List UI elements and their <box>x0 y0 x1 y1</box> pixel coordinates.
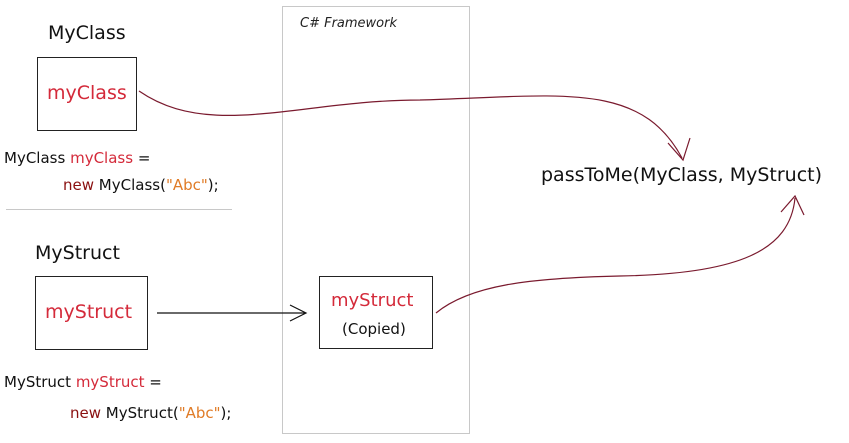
myclass-ctor-token: MyClass( <box>98 176 166 194</box>
mystruct-type-token: MyStruct <box>4 373 72 391</box>
myclass-variable-token: myClass <box>70 149 134 167</box>
myclass-type-token: MyClass <box>4 149 66 167</box>
reference-arrowhead-myclass <box>667 137 691 162</box>
csharp-framework-region <box>282 6 470 434</box>
copied-struct-label: myStruct <box>331 290 414 311</box>
myclass-declaration-line2: new MyClass("Abc"); <box>63 176 219 194</box>
assign-token: = <box>137 149 151 167</box>
copy-arrowhead-mystruct <box>289 304 308 322</box>
reference-arrow-copied-struct <box>435 197 796 314</box>
mystruct-instance-box: myStruct <box>35 276 148 350</box>
new-keyword: new <box>63 176 95 194</box>
copied-struct-box: myStruct (Copied) <box>319 276 433 349</box>
section-divider <box>6 209 232 210</box>
myclass-ctor-end: ); <box>207 176 219 194</box>
mystruct-instance-label: myStruct <box>45 301 133 323</box>
mystruct-declaration-line1: MyStruct myStruct = <box>4 373 162 391</box>
mystruct-string-arg: "Abc" <box>178 404 221 422</box>
framework-label: C# Framework <box>300 16 398 31</box>
new-keyword: new <box>70 404 102 422</box>
reference-arrowhead-copied-struct <box>780 194 805 216</box>
myclass-declaration-line1: MyClass myClass = <box>4 149 150 167</box>
reference-arrow-myclass <box>138 90 683 159</box>
myclass-instance-label: myClass <box>47 82 127 104</box>
myclass-instance-box: myClass <box>37 57 137 131</box>
copied-note: (Copied) <box>342 320 406 338</box>
myclass-title: MyClass <box>48 22 126 44</box>
assign-token: = <box>149 373 162 391</box>
mystruct-ctor-token: MyStruct( <box>105 404 179 422</box>
mystruct-ctor-end: ); <box>220 404 232 422</box>
mystruct-title: MyStruct <box>35 242 120 264</box>
mystruct-variable-token: myStruct <box>75 373 145 391</box>
myclass-string-arg: "Abc" <box>165 176 208 194</box>
method-signature: passToMe(MyClass, MyStruct) <box>541 164 823 186</box>
mystruct-declaration-line2: new MyStruct("Abc"); <box>70 404 231 422</box>
